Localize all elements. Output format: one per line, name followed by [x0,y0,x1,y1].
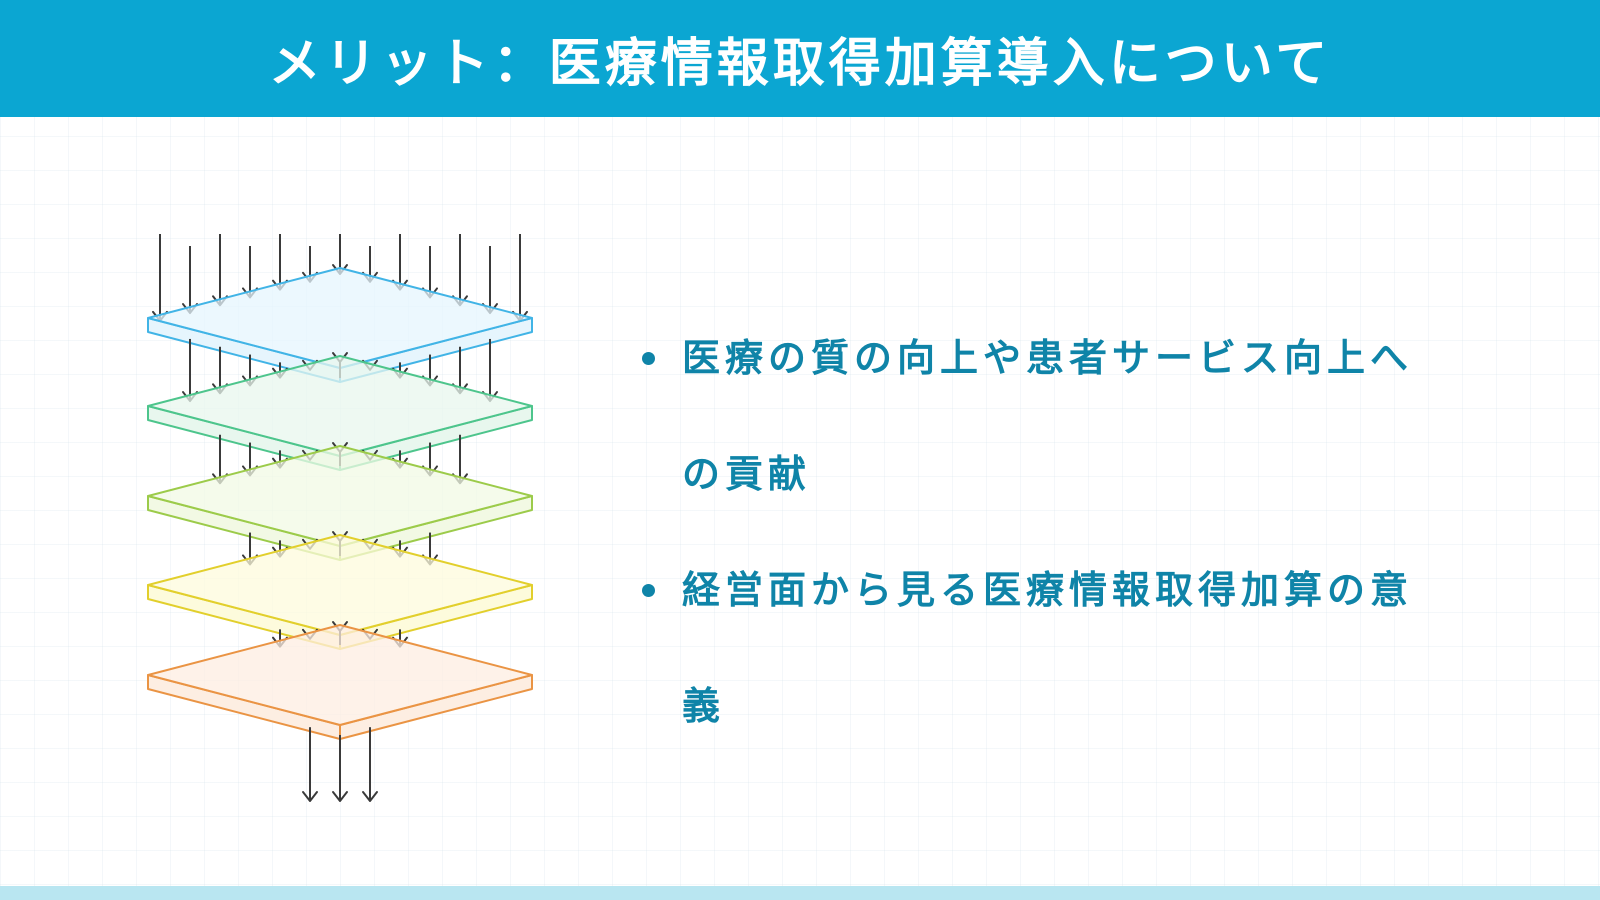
title-bar: メリット：医療情報取得加算導入について [0,0,1600,117]
bullet-dot-icon [642,584,655,597]
bullet-item-1: 医療の質の向上や患者サービス向上への貢献 [630,300,1430,532]
down-arrow-icon-0-10 [452,234,468,307]
layer-filter-svg [147,234,533,802]
down-arrow-icon-0-0 [152,234,168,322]
layer-filter-diagram [140,228,560,808]
layer-2-top-face [147,355,533,457]
down-arrow-icon-1-10 [482,338,498,403]
layer-4-top-face [147,534,533,636]
down-arrow-icon-1-0 [182,338,198,403]
down-arrow-icon-0-2 [212,234,228,307]
down-arrow-icon-0-11 [482,246,498,315]
bottom-strip [0,886,1600,900]
down-arrow-icon-0-1 [182,246,198,315]
bullet-item-2: 経営面から見る医療情報取得加算の意義 [630,532,1430,764]
down-arrow-icon-0-8 [392,234,408,291]
down-arrow-icon-5-2 [362,727,378,802]
down-arrow-icon-0-4 [272,234,288,291]
bullet-text-1: 医療の質の向上や患者サービス向上への貢献 [682,336,1414,496]
layer-3-top-face [147,445,533,547]
down-arrow-icon-5-1 [332,735,348,802]
bullet-text-2: 経営面から見る医療情報取得加算の意義 [682,568,1414,728]
layer-1-top-face [147,267,533,369]
layer-5-top-face [147,624,533,726]
bullet-list: 医療の質の向上や患者サービス向上への貢献 経営面から見る医療情報取得加算の意義 [630,300,1430,764]
bullet-dot-icon [642,352,655,365]
page-title: メリット：医療情報取得加算導入について [268,34,1332,94]
down-arrow-icon-0-12 [512,234,528,322]
down-arrow-icon-5-0 [302,727,318,802]
